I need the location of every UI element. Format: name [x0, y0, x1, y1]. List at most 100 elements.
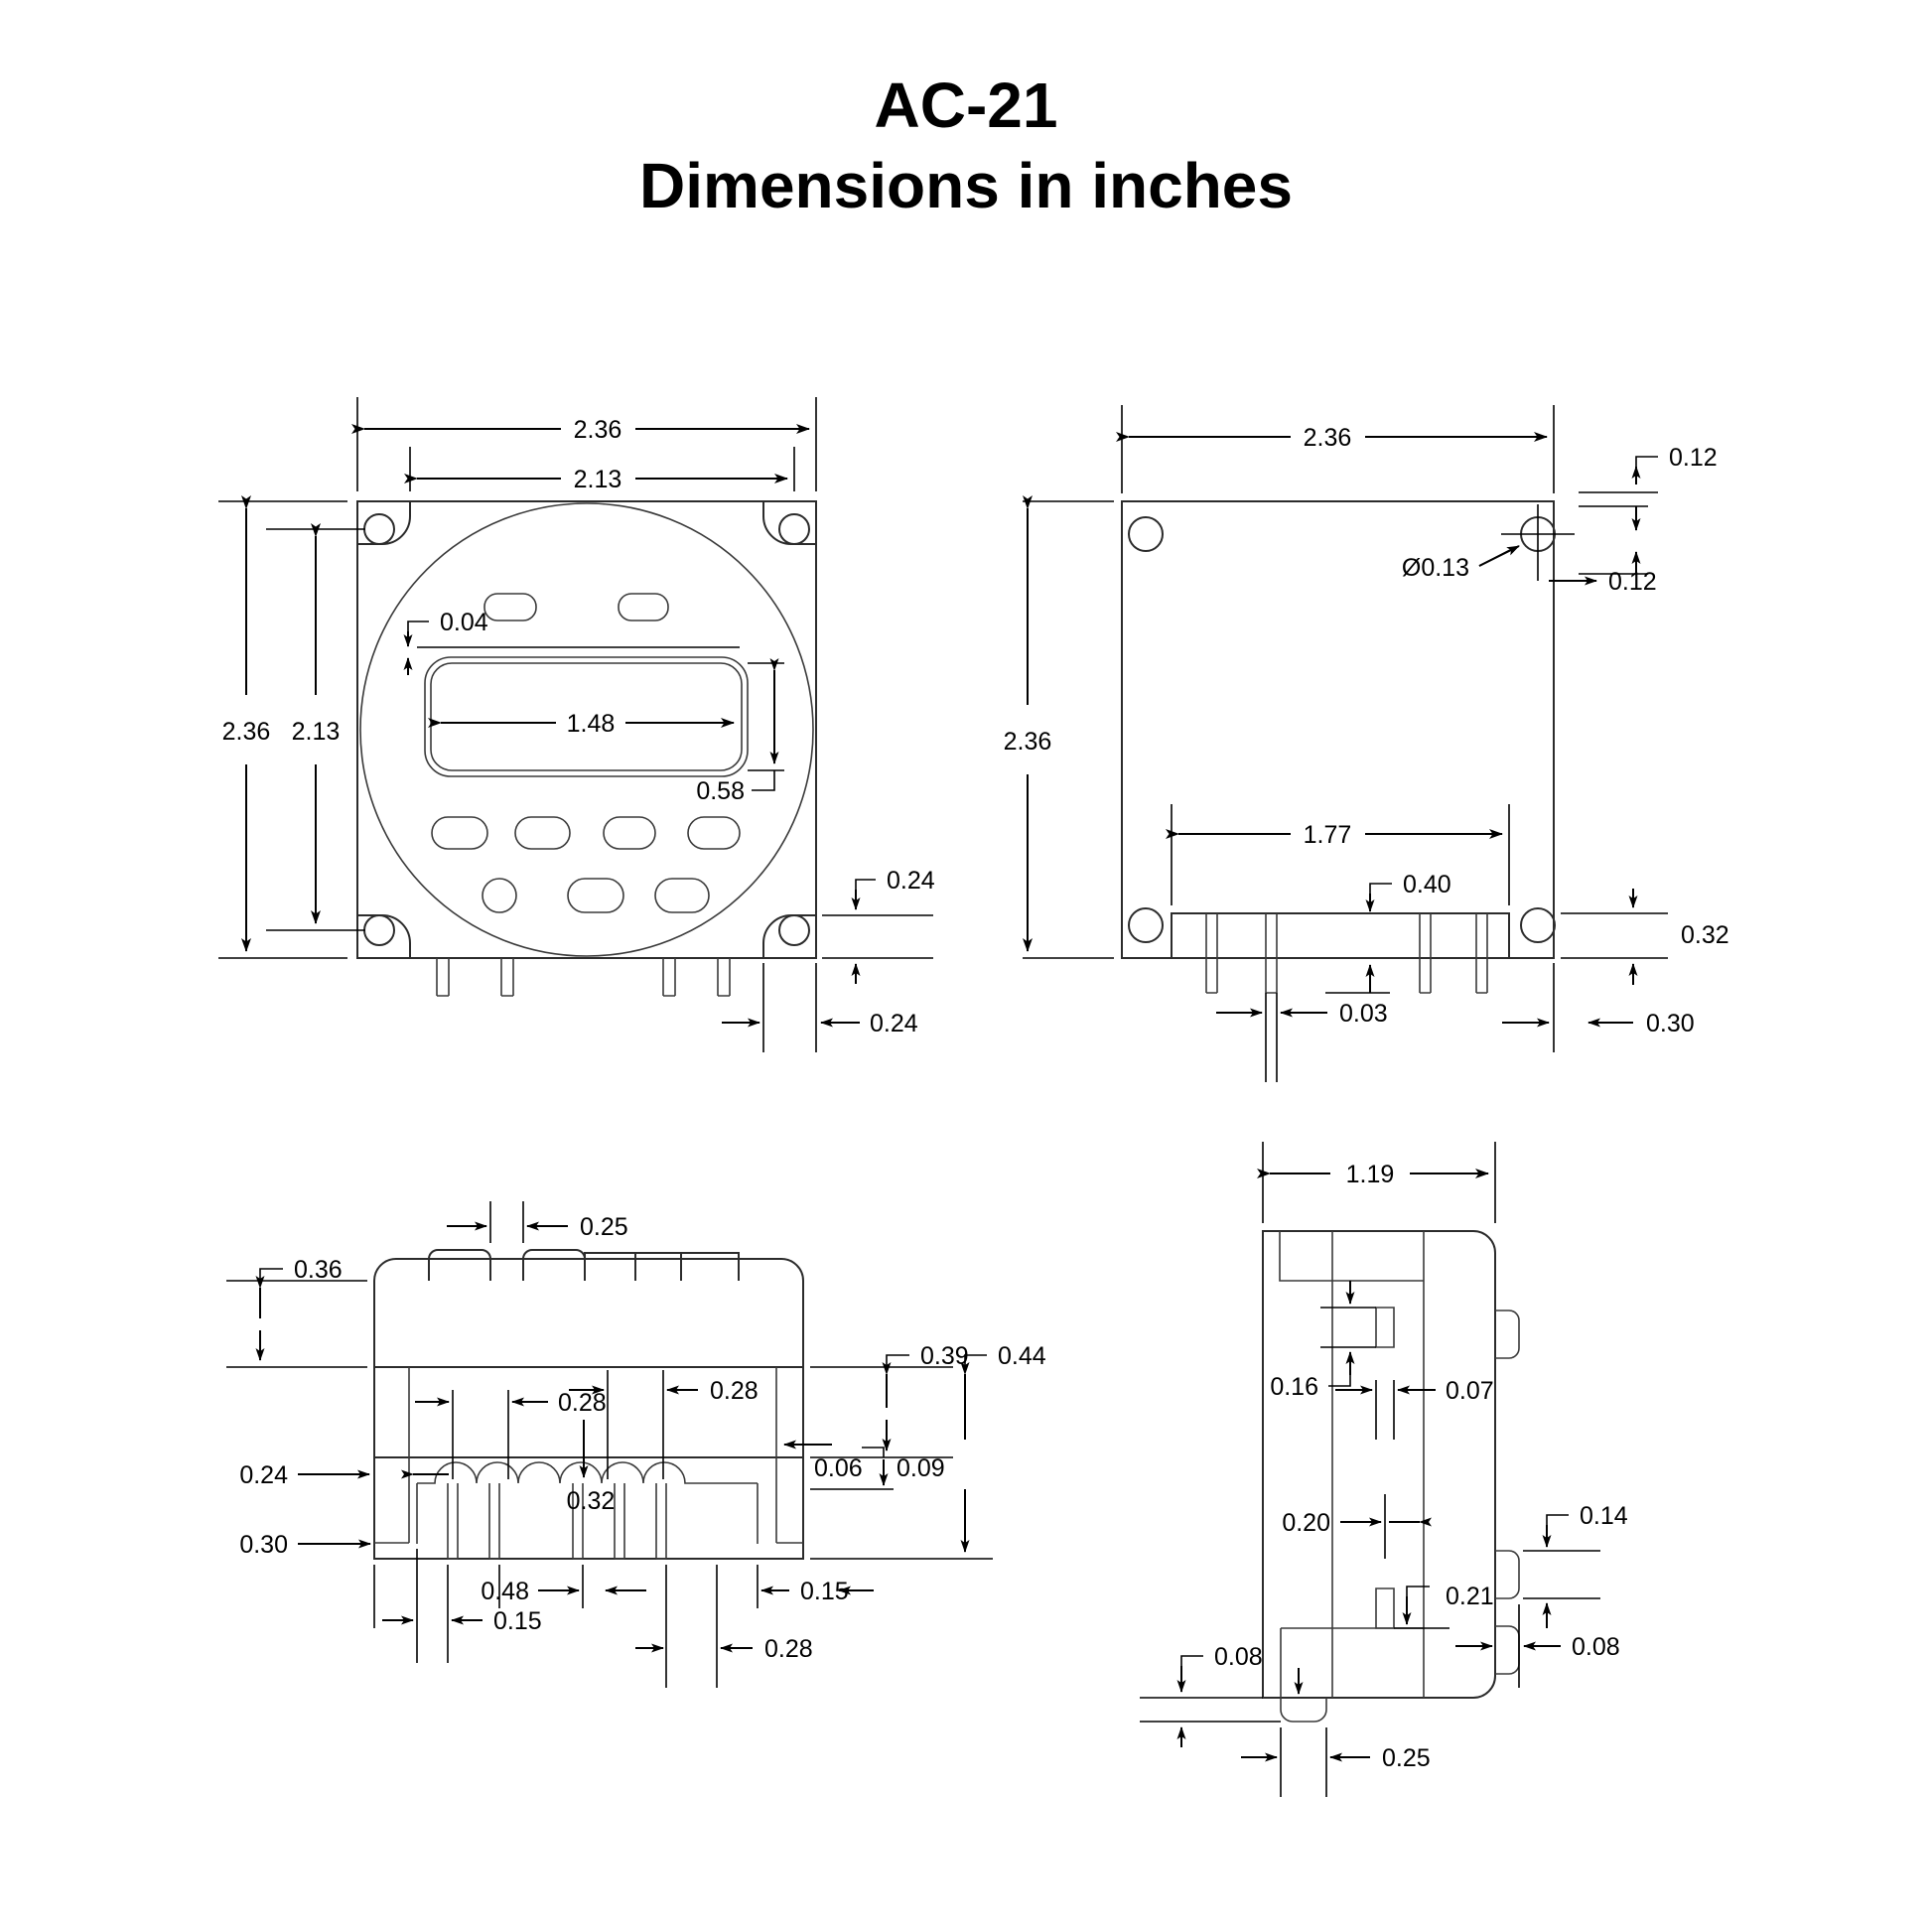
rear-pin-block: [1171, 912, 1510, 959]
front-mount-hole-bl: [363, 914, 395, 946]
rear-hole-crosshair: [1501, 504, 1575, 581]
dim-v4-depth: 1.19: [1346, 1161, 1395, 1188]
front-view-group: 2.36 2.13 2.36 2.13 0.04: [218, 397, 935, 1052]
dim-v1-w-overall: 2.36: [574, 416, 622, 444]
rear-pin-4: [1475, 913, 1488, 994]
dim-v2-e-x: 0.12: [1669, 444, 1718, 472]
side-pin-base-profile: [417, 1461, 758, 1484]
side-upper-housing: [373, 1258, 804, 1368]
profile-latch-1: [1495, 1310, 1520, 1359]
side-left-step: [374, 1367, 410, 1544]
side-tab-2: [522, 1249, 586, 1281]
side-tab-5: [680, 1252, 740, 1281]
front-button-m2: [514, 816, 571, 850]
side-tab-1: [428, 1249, 491, 1281]
dim-v2-w: 2.36: [1304, 424, 1352, 452]
dim-v3-pinlen: 0.32: [567, 1487, 616, 1515]
side-pin-3: [572, 1483, 584, 1560]
profile-bottom-step: [1280, 1627, 1424, 1698]
side-pin-1: [447, 1483, 459, 1560]
dim-v4-lh: 0.14: [1580, 1502, 1628, 1530]
dim-v3-edge: 0.30: [239, 1531, 288, 1559]
dim-v4-fw: 0.25: [1382, 1744, 1431, 1772]
profile-body-outline: [1262, 1230, 1496, 1699]
dim-v4-sh2: 0.21: [1446, 1583, 1494, 1610]
front-button-round: [482, 878, 517, 913]
leader-v4-sh2: [1406, 1586, 1430, 1596]
side-profile-view-group: 1.19 0.16 0.07 0.20 0.21: [1140, 1142, 1628, 1797]
display-window-outer: [424, 656, 749, 777]
dim-v3-tot-h: 0.44: [998, 1342, 1046, 1370]
profile-slot-upper: [1375, 1307, 1395, 1348]
front-button-m1: [431, 816, 488, 850]
leader-v3-bodyh: [886, 1354, 909, 1367]
front-circular-face: [359, 502, 814, 957]
side-pin-4: [614, 1483, 625, 1560]
dim-v3-top-h: 0.36: [294, 1256, 343, 1284]
dim-v1-w-holes: 2.13: [574, 466, 622, 493]
dim-v1-tab-h: 0.24: [887, 867, 935, 895]
dim-v4-lw: 0.08: [1572, 1633, 1620, 1661]
rear-view-group: 2.36 2.36 0.12 0.12 Ø0.13: [1004, 405, 1729, 1082]
leader-v2-e-x: [1635, 456, 1658, 467]
leader-tab-h: [855, 879, 876, 890]
profile-slot-lower: [1375, 1587, 1395, 1629]
front-pin-3: [662, 958, 676, 997]
dim-v3-p3: 0.28: [764, 1635, 813, 1663]
side-tab-4: [634, 1252, 682, 1281]
front-button-l2: [654, 878, 710, 913]
dim-v1-h-holes: 2.13: [292, 718, 341, 746]
side-pins-view-group: 0.25 0.36 0.28 0.28: [226, 1201, 1046, 1688]
leader-v2-dia-arrow: [1478, 545, 1520, 567]
front-pin-2: [500, 958, 514, 997]
rear-hole-tl: [1128, 516, 1164, 552]
side-pin-5: [655, 1483, 667, 1560]
dim-v2-pin-h: 0.40: [1403, 871, 1451, 898]
dim-v2-pin-t: 0.03: [1339, 1000, 1388, 1028]
rear-hole-br: [1520, 907, 1556, 943]
leader-v3-toph: [259, 1268, 283, 1281]
dim-v3-p1: 0.28: [558, 1389, 607, 1417]
profile-latch-3: [1495, 1625, 1520, 1675]
dim-v3-off1: 0.15: [493, 1607, 542, 1635]
profile-foot: [1280, 1698, 1327, 1723]
rear-pin-1: [1205, 913, 1218, 994]
dim-v4-sh1: 0.16: [1270, 1373, 1318, 1401]
profile-latch-2: [1495, 1550, 1520, 1599]
leader-disp-h: [752, 770, 775, 791]
dim-v2-pin-w: 1.77: [1304, 821, 1352, 849]
leader-bezel: [407, 621, 429, 631]
dim-v2-dia: Ø0.13: [1402, 554, 1469, 582]
leader-v4-footh: [1180, 1655, 1203, 1666]
dim-v3-end: 0.24: [239, 1461, 288, 1489]
front-body-outline: [356, 500, 817, 959]
dim-v3-wall: 0.06: [814, 1454, 863, 1482]
dim-v1-disp-w: 1.48: [567, 710, 616, 738]
dim-v1-h-overall: 2.36: [222, 718, 271, 746]
leader-v3-toth: [964, 1354, 987, 1367]
leader-v4-lh: [1546, 1514, 1569, 1525]
dim-v3-off2: 0.15: [800, 1578, 849, 1605]
side-pin-base-walls: [416, 1483, 759, 1544]
front-button-l1: [567, 878, 624, 913]
front-button-u1: [483, 593, 537, 621]
dim-v2-e-y: 0.12: [1608, 568, 1657, 596]
front-pin-4: [717, 958, 731, 997]
side-tab-3: [584, 1252, 636, 1281]
dim-v2-off-v: 0.32: [1681, 921, 1729, 949]
front-pin-1: [436, 958, 450, 997]
front-button-m3: [603, 816, 656, 850]
dim-v2-h: 2.36: [1004, 728, 1052, 756]
dim-v2-off-h: 0.30: [1646, 1010, 1695, 1037]
dim-v3-step: 0.09: [897, 1454, 945, 1482]
front-button-u2: [618, 593, 669, 621]
dim-v1-disp-h: 0.58: [696, 777, 745, 805]
leader-v3-step: [862, 1447, 885, 1457]
dim-v3-body-h: 0.39: [920, 1342, 969, 1370]
rear-body-outline: [1121, 500, 1555, 959]
dim-v4-foot-h: 0.08: [1214, 1643, 1263, 1671]
profile-top-step: [1279, 1231, 1424, 1282]
side-right-step: [775, 1367, 803, 1544]
